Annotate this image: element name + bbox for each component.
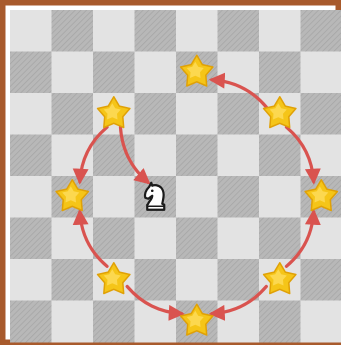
board-square[interactable] — [218, 218, 260, 260]
board-square[interactable] — [10, 10, 52, 52]
board-square[interactable] — [135, 93, 177, 135]
board-square[interactable] — [10, 301, 52, 343]
board-square[interactable] — [52, 52, 94, 94]
board-square[interactable] — [10, 135, 52, 177]
board-square[interactable] — [135, 218, 177, 260]
board-square[interactable] — [218, 135, 260, 177]
board-square[interactable] — [176, 259, 218, 301]
board-square[interactable] — [176, 93, 218, 135]
knight-piece[interactable] — [145, 183, 164, 210]
board-square[interactable] — [259, 218, 301, 260]
board-square[interactable] — [10, 52, 52, 94]
board-square[interactable] — [93, 301, 135, 343]
board-square[interactable] — [10, 218, 52, 260]
board-square[interactable] — [176, 176, 218, 218]
board-square[interactable] — [218, 93, 260, 135]
board-square[interactable] — [52, 259, 94, 301]
board-square[interactable] — [259, 10, 301, 52]
board-square[interactable] — [52, 10, 94, 52]
board-square[interactable] — [10, 259, 52, 301]
board-square[interactable] — [301, 259, 341, 301]
board-square[interactable] — [135, 259, 177, 301]
board-square[interactable] — [259, 176, 301, 218]
board-square[interactable] — [135, 10, 177, 52]
board-square[interactable] — [10, 93, 52, 135]
board-square[interactable] — [135, 135, 177, 177]
board-square[interactable] — [93, 10, 135, 52]
board-square[interactable] — [301, 301, 341, 343]
board-square[interactable] — [135, 52, 177, 94]
board-square[interactable] — [52, 301, 94, 343]
board-square[interactable] — [301, 10, 341, 52]
board-square[interactable] — [218, 259, 260, 301]
board-square[interactable] — [93, 176, 135, 218]
board-square[interactable] — [259, 52, 301, 94]
knight-eye — [151, 189, 154, 192]
board-square[interactable] — [93, 218, 135, 260]
board-square[interactable] — [176, 135, 218, 177]
board-square[interactable] — [301, 93, 341, 135]
board-square[interactable] — [10, 176, 52, 218]
board-square[interactable] — [218, 176, 260, 218]
board-square[interactable] — [259, 301, 301, 343]
chessboard — [10, 10, 341, 343]
board-square[interactable] — [52, 93, 94, 135]
board-square[interactable] — [176, 218, 218, 260]
board-square[interactable] — [301, 52, 341, 94]
board-square[interactable] — [176, 10, 218, 52]
board-square[interactable] — [259, 135, 301, 177]
board-square[interactable] — [218, 10, 260, 52]
board-square[interactable] — [93, 52, 135, 94]
